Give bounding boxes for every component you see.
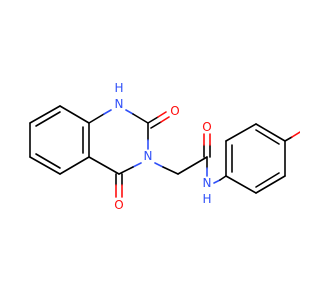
o-c2-label: O (170, 104, 179, 118)
benzene-ring-coumarin (213, 123, 286, 194)
pyrone-ring (284, 131, 300, 142)
acetamide-linker (154, 133, 211, 177)
n3-label: N (144, 149, 153, 163)
o-amide-label: O (202, 120, 211, 134)
nh-amide-n-label: N (203, 176, 212, 190)
nh-quinazoline-h-label: H (114, 81, 123, 95)
nh-quinazoline-n-label: N (115, 97, 124, 111)
benzene-ring-quinazoline (29, 105, 90, 175)
molecule-diagram: H N O N O O N H (29, 81, 300, 212)
atom-labels: H N O N O O N H (114, 81, 211, 212)
pyrimidinedione-ring (88, 109, 170, 198)
nh-amide-h-label: H (202, 192, 211, 206)
o-c4-label: O (114, 198, 123, 212)
